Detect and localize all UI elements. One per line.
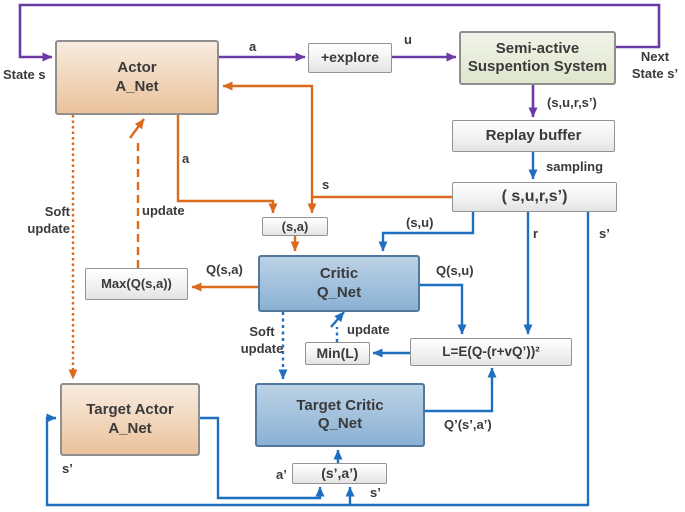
node-suspension-system: Semi-active Suspention System <box>459 31 616 85</box>
target-actor-label-line1: Target Actor <box>86 401 174 419</box>
target-actor-label-line2: A_Net <box>108 419 152 437</box>
label-a-prime: a’ <box>276 467 287 482</box>
label-actor-soft-update: Soft update <box>16 204 70 238</box>
edge-target-critic-loss <box>425 367 497 413</box>
edge-min-critic-update-arrow <box>330 311 345 328</box>
label-next-line2: State s’ <box>631 65 679 81</box>
label-s-prime-right: s’ <box>599 226 610 241</box>
label-critic-soft-line1: Soft <box>249 324 275 339</box>
system-label-line1: Semi-active <box>495 39 580 57</box>
node-spa-pair: (s’,a’) <box>292 463 387 484</box>
node-sa-pair: (s,a) <box>262 217 328 236</box>
label-r: r <box>533 226 539 241</box>
label-actor-soft-line2: update <box>27 220 70 236</box>
label-next-state: Next State s’ <box>626 49 684 83</box>
edge-max-actor-update-arrow <box>129 118 145 139</box>
node-sample-tuple: ( s,u,r,s’) <box>452 182 617 212</box>
node-loss: L=E(Q-(r+vQ’))² <box>410 338 572 366</box>
label-s-prime-input: s’ <box>370 485 381 500</box>
label-actor-soft-line1: Soft <box>44 204 70 219</box>
label-s-branch: s <box>322 177 330 192</box>
target-critic-label-line2: Q_Net <box>317 415 363 432</box>
node-target-critic: Target Critic Q_Net <box>255 383 425 447</box>
label-critic-update: update <box>347 322 390 337</box>
label-actor-update: update <box>142 203 185 218</box>
label-critic-soft-update: Soft update <box>238 324 286 358</box>
sample-tuple-label: ( s,u,r,s’) <box>501 188 568 206</box>
edge-qsu-loss <box>420 283 467 335</box>
node-min-l: Min(L) <box>305 342 370 365</box>
actor-label-line2: A_Net <box>115 77 159 95</box>
node-target-actor: Target Actor A_Net <box>60 383 200 456</box>
critic-label-line2: Q_Net <box>316 283 362 301</box>
label-qsu: Q(s,u) <box>436 263 474 278</box>
system-label-line2: Suspention System <box>467 58 608 75</box>
label-qsa: Q(s,a) <box>206 262 243 277</box>
edge-a-to-sa <box>176 115 278 214</box>
spa-pair-label: (s’,a’) <box>321 464 358 481</box>
explore-label: +explore <box>321 49 379 66</box>
node-replay-buffer: Replay buffer <box>452 120 615 152</box>
edge-s-to-actor <box>222 81 314 197</box>
label-next-line1: Next <box>640 49 670 64</box>
max-q-label: Max(Q(s,a)) <box>101 276 172 292</box>
label-a-out: a <box>249 39 257 54</box>
sa-pair-label: (s,a) <box>281 218 309 234</box>
critic-label-line1: Critic <box>319 265 359 283</box>
label-sampling: sampling <box>546 159 604 174</box>
label-su: (s,u) <box>406 215 434 230</box>
node-max-q: Max(Q(s,a)) <box>85 268 188 300</box>
min-l-label: Min(L) <box>316 344 359 361</box>
node-explore: +explore <box>308 43 392 73</box>
loss-formula-label: L=E(Q-(r+vQ’))² <box>442 343 540 359</box>
target-critic-label-line1: Target Critic <box>296 396 384 414</box>
node-actor: Actor A_Net <box>55 40 219 115</box>
label-critic-soft-line2: update <box>240 340 284 356</box>
label-q-prime: Q’(s’,a’) <box>444 417 492 432</box>
label-a-branch: a <box>182 151 190 166</box>
label-surs: (s,u,r,s’) <box>547 95 597 110</box>
label-s-prime-left: s’ <box>62 461 73 476</box>
label-u: u <box>404 32 412 47</box>
actor-label-line1: Actor <box>117 59 157 77</box>
node-critic: Critic Q_Net <box>258 255 420 312</box>
label-state-s: State s <box>3 67 46 82</box>
replay-buffer-label: Replay buffer <box>485 126 582 144</box>
